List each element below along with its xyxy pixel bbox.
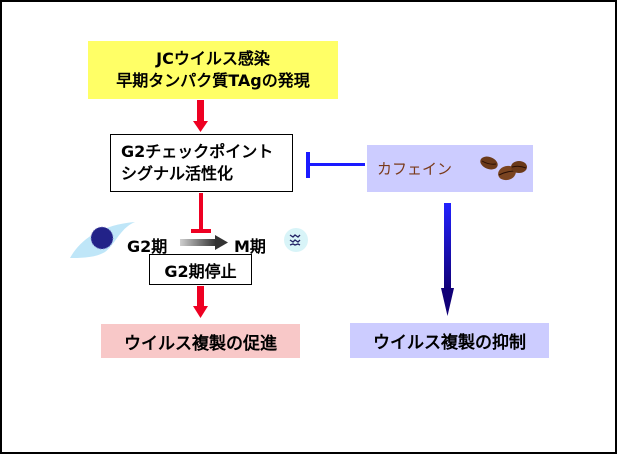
- g2-arrest-label: G2期停止: [164, 261, 237, 281]
- chromosome-icon: [284, 228, 308, 252]
- caffeine-effect-arrow: [441, 203, 454, 316]
- jc-infection-line1: JCウイルス感染: [156, 49, 270, 68]
- g2-checkpoint-box: G2チェックポイント シグナル活性化: [110, 134, 293, 192]
- activation-arrow-1: [193, 100, 208, 132]
- cell-nucleus-icon: [70, 222, 135, 258]
- replication-inhibition-box: ウイルス複製の抑制: [350, 323, 549, 358]
- caffeine-box: カフェイン: [367, 145, 533, 192]
- g2-checkpoint-line2: シグナル活性化: [121, 164, 234, 183]
- checkpoint-inhibition-line: [191, 193, 211, 233]
- g2-checkpoint-line1: G2チェックポイント: [121, 142, 274, 161]
- m-phase-label: M期: [234, 237, 266, 256]
- caffeine-label: カフェイン: [377, 160, 453, 178]
- coffee-beans-icon: [480, 156, 528, 180]
- activation-arrow-2: [193, 286, 208, 318]
- jc-infection-box: JCウイルス感染 早期タンパク質TAgの発現: [88, 41, 338, 99]
- g2-to-m-arrow: [180, 235, 228, 250]
- replication-promotion-box: ウイルス複製の促進: [101, 324, 300, 358]
- g2-phase-label: G2期: [127, 237, 168, 256]
- g2-arrest-box: G2期停止: [149, 254, 252, 285]
- jc-infection-line2: 早期タンパク質TAgの発現: [116, 71, 310, 90]
- replication-inhibition-label: ウイルス複製の抑制: [373, 333, 526, 353]
- replication-promotion-label: ウイルス複製の促進: [124, 333, 277, 354]
- caffeine-inhibition-line: [306, 152, 365, 178]
